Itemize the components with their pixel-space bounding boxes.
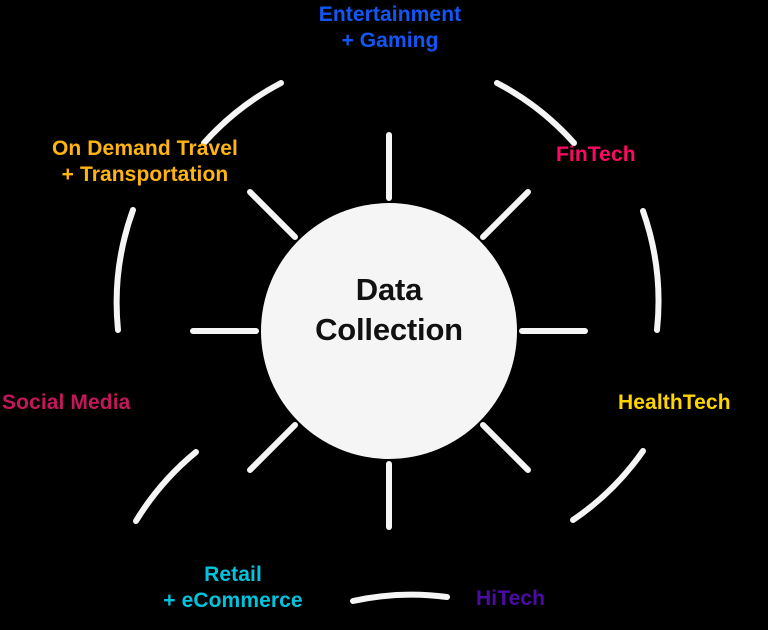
node-label-on-demand-travel-transportation[interactable]: On Demand Travel + Transportation	[52, 137, 238, 186]
spoke-social-media-lower	[247, 422, 298, 473]
node-label-fintech[interactable]: FinTech	[556, 143, 636, 166]
spoke-hitech	[480, 422, 531, 473]
arc-bottom	[350, 591, 450, 604]
spoke-fintech	[480, 189, 531, 240]
spoke-on-demand-travel	[247, 189, 298, 240]
node-label-retail-ecommerce[interactable]: Retail + eCommerce	[163, 563, 303, 612]
center-hub-label: Data Collection	[315, 272, 463, 347]
arc-left	[113, 207, 136, 333]
arc-right-lower	[570, 448, 646, 523]
arc-right-upper	[640, 208, 662, 333]
node-label-hitech[interactable]: HiTech	[476, 587, 546, 610]
node-label-social-media[interactable]: Social Media	[2, 391, 131, 414]
arc-bottom-left	[133, 449, 199, 524]
arc-top-left	[201, 80, 284, 146]
spoke-group	[190, 132, 588, 530]
node-label-entertainment-gaming[interactable]: Entertainment + Gaming	[318, 3, 462, 52]
outer-ring-arc-group	[113, 80, 662, 604]
node-label-healthtech[interactable]: HealthTech	[618, 391, 731, 414]
arc-top-right	[494, 80, 577, 146]
center-hub-circle	[261, 203, 517, 459]
